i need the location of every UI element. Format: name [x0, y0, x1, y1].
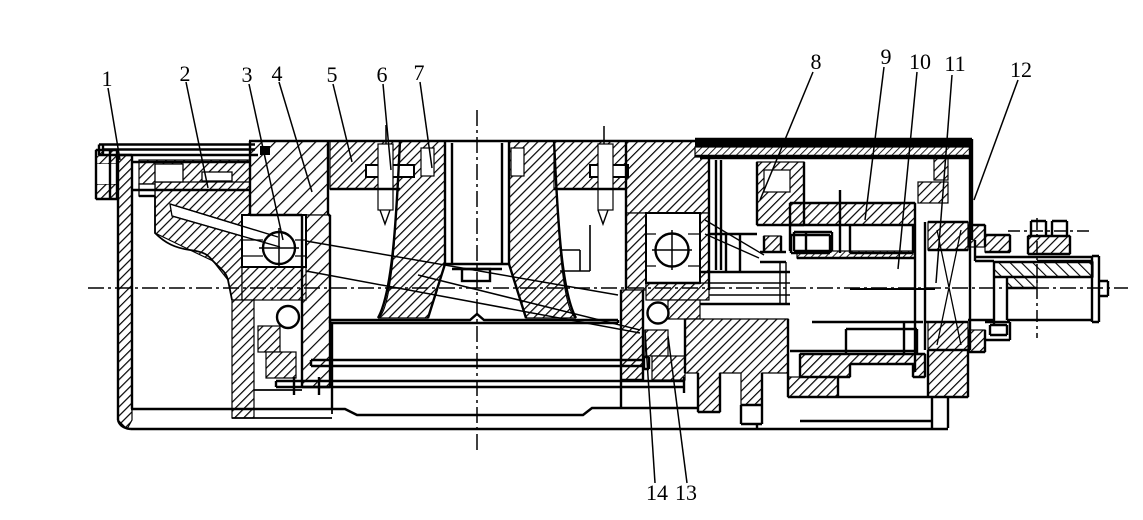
svg-text:7: 7 — [414, 60, 425, 85]
svg-text:12: 12 — [1010, 57, 1032, 82]
svg-text:9: 9 — [881, 44, 892, 69]
svg-text:3: 3 — [242, 62, 253, 87]
svg-text:10: 10 — [909, 49, 931, 74]
svg-text:2: 2 — [180, 61, 191, 86]
svg-text:6: 6 — [377, 62, 388, 87]
svg-text:1: 1 — [102, 66, 113, 91]
svg-text:4: 4 — [272, 61, 283, 86]
svg-text:14: 14 — [646, 480, 668, 505]
svg-text:8: 8 — [811, 49, 822, 74]
svg-text:11: 11 — [944, 51, 965, 76]
svg-text:5: 5 — [327, 62, 338, 87]
svg-text:13: 13 — [675, 480, 697, 505]
